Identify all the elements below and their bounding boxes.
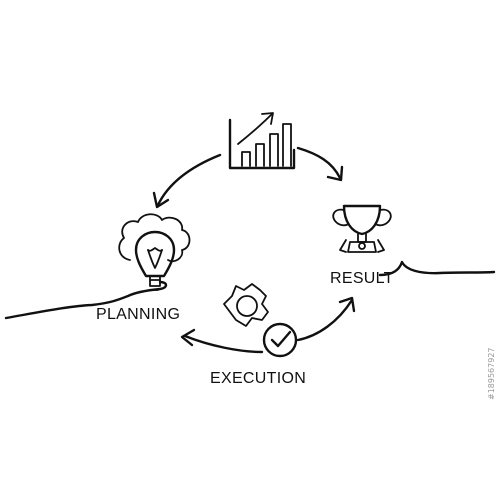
result-label: RESULT xyxy=(330,270,394,287)
trophy-icon xyxy=(332,204,392,253)
gears-checkmark-icon xyxy=(223,283,298,358)
continuous-line xyxy=(4,260,496,320)
arrow-to-planning xyxy=(152,153,222,209)
stock-watermark: #189567927 xyxy=(487,347,496,400)
arrow-to-result-bottom xyxy=(296,296,356,342)
planning-label: PLANNING xyxy=(96,306,181,323)
arrow-to-result xyxy=(296,146,344,182)
bar-chart-growth-icon xyxy=(228,112,296,170)
execution-label: EXECUTION xyxy=(210,370,307,387)
lightbulb-idea-icon xyxy=(118,213,191,291)
arrow-to-planning-bottom xyxy=(180,328,264,354)
